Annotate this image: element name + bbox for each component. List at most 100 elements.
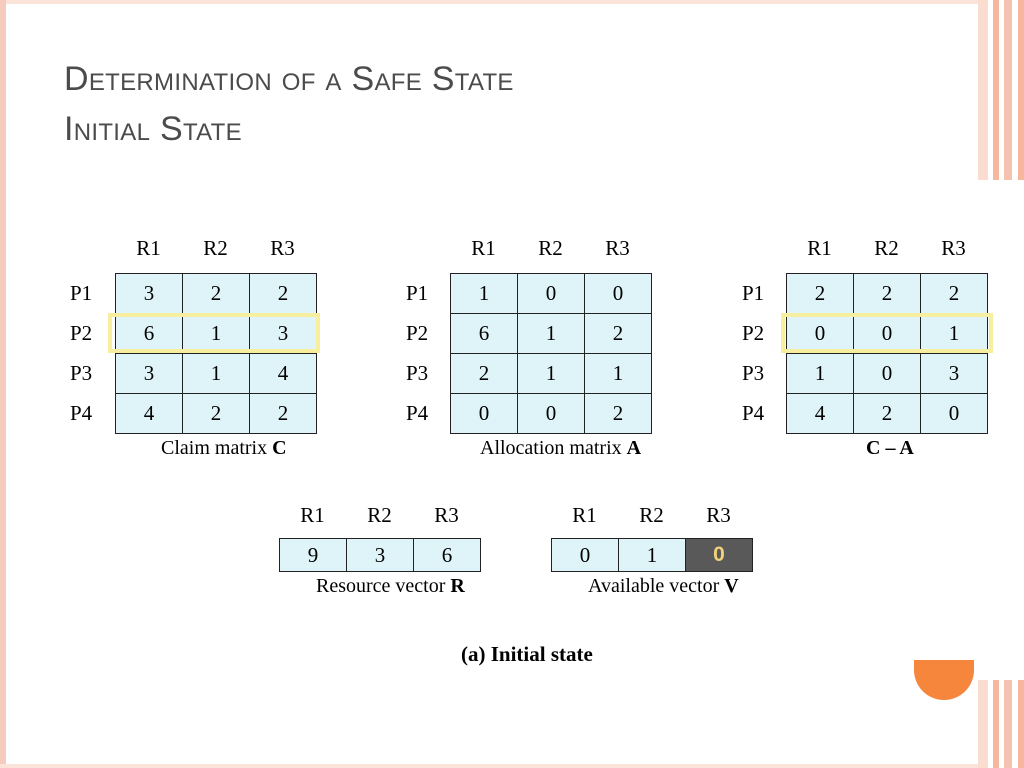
cell: 2 xyxy=(786,273,854,314)
caption-text: Resource vector xyxy=(316,575,451,597)
table-row: 2 1 1 xyxy=(450,353,652,394)
orange-circle-decoration xyxy=(914,660,974,700)
cell: 4 xyxy=(786,393,854,434)
table-row: 6 1 3 xyxy=(115,313,317,354)
table-row: 0 0 1 xyxy=(786,313,988,354)
col-header: R3 xyxy=(941,236,966,260)
cell: 6 xyxy=(450,313,518,354)
claim-caption: Claim matrix C xyxy=(161,437,287,460)
caption-symbol: R xyxy=(450,575,465,597)
caption-symbol: V xyxy=(724,575,739,597)
figure-caption: (a) Initial state xyxy=(461,642,593,666)
row-label: P3 xyxy=(742,361,765,385)
cell: 2 xyxy=(853,393,921,434)
cell: 1 xyxy=(517,313,585,354)
col-header: R2 xyxy=(367,503,392,527)
caption-text: Allocation matrix xyxy=(480,437,627,459)
row-label: P4 xyxy=(742,401,765,425)
table-row: 0 1 0 xyxy=(551,538,753,572)
caption-symbol: C – A xyxy=(866,437,914,459)
row-label: P3 xyxy=(70,361,93,385)
resource-caption: Resource vector R xyxy=(316,575,465,598)
table-row: 4 2 2 xyxy=(115,393,317,434)
cell: 4 xyxy=(115,393,183,434)
need-col-headers: R1 R2 R3 xyxy=(786,236,987,261)
allocation-matrix: R1 R2 R3 P1 P2 P3 P4 1 0 0 6 1 2 2 1 1 0… xyxy=(401,236,661,466)
row-label: P2 xyxy=(742,321,765,345)
col-header: R1 xyxy=(807,236,832,260)
cell: 3 xyxy=(346,538,414,572)
table-row: 0 0 2 xyxy=(450,393,652,434)
col-header: R3 xyxy=(270,236,295,260)
table-row: 4 2 0 xyxy=(786,393,988,434)
table-row: 1 0 0 xyxy=(450,273,652,314)
table-row: 9 3 6 xyxy=(279,538,481,572)
cell: 0 xyxy=(853,353,921,394)
cell: 6 xyxy=(115,313,183,354)
cell: 3 xyxy=(920,353,988,394)
need-grid: 2 2 2 0 0 1 1 0 3 4 2 0 xyxy=(786,273,988,434)
resource-col-headers: R1 R2 R3 xyxy=(279,503,480,528)
cell: 0 xyxy=(786,313,854,354)
cell: 1 xyxy=(182,353,250,394)
cell: 0 xyxy=(551,538,619,572)
slide-frame-left xyxy=(0,0,6,768)
claim-col-headers: R1 R2 R3 xyxy=(115,236,316,261)
table-row: 6 1 2 xyxy=(450,313,652,354)
cell: 2 xyxy=(182,273,250,314)
caption-symbol: A xyxy=(626,437,642,459)
decorative-stripes-top xyxy=(978,0,1024,180)
row-label: P1 xyxy=(742,281,765,305)
claim-grid: 3 2 2 6 1 3 3 1 4 4 2 2 xyxy=(115,273,317,434)
need-caption: C – A xyxy=(866,437,914,460)
table-row: 1 0 3 xyxy=(786,353,988,394)
claim-row-labels: P1 P2 P3 P4 xyxy=(70,273,92,433)
cell: 2 xyxy=(920,273,988,314)
row-label: P4 xyxy=(70,401,93,425)
table-row: 3 1 4 xyxy=(115,353,317,394)
cell: 6 xyxy=(413,538,481,572)
allocation-col-headers: R1 R2 R3 xyxy=(450,236,651,261)
cell: 2 xyxy=(584,393,652,434)
col-header: R1 xyxy=(471,236,496,260)
slide-title: Determination of a Safe State Initial St… xyxy=(64,54,514,154)
slide-frame-bottom xyxy=(0,764,1024,768)
row-label: P2 xyxy=(406,321,429,345)
available-caption: Available vector V xyxy=(588,575,739,598)
row-label: P2 xyxy=(70,321,93,345)
col-header: R2 xyxy=(538,236,563,260)
allocation-grid: 1 0 0 6 1 2 2 1 1 0 0 2 xyxy=(450,273,652,434)
cell: 3 xyxy=(115,273,183,314)
col-header: R3 xyxy=(706,503,731,527)
cell: 0 xyxy=(517,393,585,434)
highlighted-cell: 0 xyxy=(685,538,753,572)
cell: 9 xyxy=(279,538,347,572)
cell: 1 xyxy=(618,538,686,572)
need-matrix: R1 R2 R3 P1 P2 P3 P4 2 2 2 0 0 1 1 0 3 4… xyxy=(737,236,999,466)
cell: 1 xyxy=(786,353,854,394)
resource-grid: 9 3 6 xyxy=(279,538,481,572)
allocation-caption: Allocation matrix A xyxy=(480,437,641,460)
cell: 3 xyxy=(249,313,317,354)
col-header: R2 xyxy=(874,236,899,260)
allocation-row-labels: P1 P2 P3 P4 xyxy=(406,273,428,433)
row-label: P4 xyxy=(406,401,429,425)
col-header: R3 xyxy=(605,236,630,260)
col-header: R1 xyxy=(300,503,325,527)
table-row: 2 2 2 xyxy=(786,273,988,314)
caption-text: Claim matrix xyxy=(161,437,273,459)
cell: 1 xyxy=(584,353,652,394)
col-header: R1 xyxy=(572,503,597,527)
col-header: R2 xyxy=(203,236,228,260)
col-header: R2 xyxy=(639,503,664,527)
cell: 0 xyxy=(584,273,652,314)
title-line-2: Initial State xyxy=(64,110,242,148)
need-row-labels: P1 P2 P3 P4 xyxy=(742,273,764,433)
table-row: 3 2 2 xyxy=(115,273,317,314)
row-label: P3 xyxy=(406,361,429,385)
col-header: R1 xyxy=(136,236,161,260)
cell: 2 xyxy=(249,393,317,434)
cell: 0 xyxy=(853,313,921,354)
cell: 1 xyxy=(450,273,518,314)
slide-frame-top xyxy=(0,0,1024,4)
